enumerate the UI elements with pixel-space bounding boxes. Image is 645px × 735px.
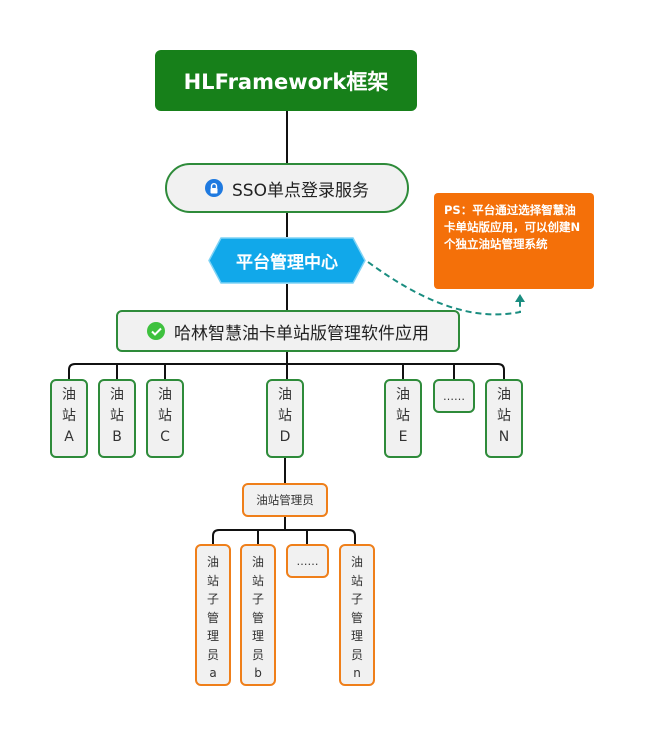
- subadmin-char: a: [209, 666, 217, 680]
- station-node-b: 油 站 B: [98, 379, 136, 458]
- ps-note: PS：平台通过选择智慧油卡单站版应用，可以创建N个独立油站管理系统: [434, 193, 594, 289]
- subadmin-char: 站: [251, 573, 264, 588]
- subadmin-ellipsis-label: ……: [296, 554, 319, 568]
- subadmin-char: 理: [206, 629, 219, 643]
- subadmin-char: 油: [350, 555, 363, 569]
- station-ellipsis-node: ……: [433, 379, 475, 413]
- platform-label: 平台管理中心: [236, 253, 338, 273]
- check-circle-icon: [147, 322, 165, 340]
- subadmin-node-a: 油 站 子 管 理 员 a: [195, 544, 231, 686]
- subadmin-node-b: 油 站 子 管 理 员 b: [240, 544, 276, 686]
- subadmin-char: 管: [251, 610, 264, 625]
- subadmin-char: 员: [251, 647, 264, 662]
- ps-note-text: PS：平台通过选择智慧油卡单站版应用，可以创建N个独立油站管理系统: [444, 203, 581, 251]
- station-node-a: 油 站 A: [50, 379, 88, 458]
- station-char: A: [64, 429, 74, 445]
- subadmin-char: n: [353, 666, 361, 680]
- arrow-head-icon: [515, 294, 525, 302]
- station-char: 站: [396, 408, 410, 424]
- station-char: 油: [158, 387, 172, 403]
- station-char: 站: [62, 408, 76, 424]
- subadmin-char: 员: [206, 647, 219, 662]
- station-char: C: [160, 429, 170, 445]
- subadmin-char: 管: [350, 610, 363, 625]
- station-char: E: [398, 429, 408, 445]
- station-node-c: 油 站 C: [146, 379, 184, 458]
- subadmin-char: 站: [206, 573, 219, 588]
- station-char: 油: [62, 387, 76, 403]
- subadmin-char: 理: [251, 629, 264, 643]
- subadmin-char: 子: [251, 592, 264, 606]
- subadmin-char: 理: [350, 629, 363, 643]
- subadmin-char: b: [254, 666, 262, 680]
- platform-hexagon: [208, 237, 366, 284]
- subadmin-char: 油: [251, 555, 264, 569]
- sso-node: SSO单点登录服务: [165, 163, 409, 213]
- subadmin-char: 子: [206, 592, 219, 606]
- app-label: 哈林智慧油卡单站版管理软件应用: [174, 323, 429, 344]
- subadmin-char: 管: [206, 610, 219, 625]
- station-char: 站: [158, 408, 172, 424]
- station-char: B: [112, 429, 122, 445]
- station-node-d: 油 站 D: [266, 379, 304, 458]
- station-char: 油: [396, 387, 410, 403]
- station-ellipsis-label: ……: [443, 389, 465, 403]
- dashed-arrow-line: [367, 261, 521, 316]
- station-char: 站: [497, 408, 511, 424]
- platform-node: 平台管理中心: [208, 237, 366, 284]
- lock-icon: [205, 179, 224, 197]
- station-char: 站: [110, 408, 124, 424]
- subadmin-char: 子: [350, 592, 363, 606]
- subadmin-char: 员: [350, 647, 363, 662]
- subadmin-node-n: 油 站 子 管 理 员 n: [339, 544, 375, 686]
- admin-node: 油站管理员: [242, 483, 328, 517]
- station-node-n: 油 站 N: [485, 379, 523, 458]
- station-char: 站: [278, 408, 292, 424]
- station-node-e: 油 站 E: [384, 379, 422, 458]
- station-char: 油: [278, 387, 292, 403]
- station-char: N: [498, 429, 510, 445]
- subadmin-char: 站: [350, 573, 363, 588]
- subadmin-char: 油: [206, 555, 219, 569]
- sso-label: SSO单点登录服务: [232, 180, 369, 201]
- station-char: 油: [110, 387, 124, 403]
- root-title: HLFramework框架: [183, 69, 389, 94]
- admin-label: 油站管理员: [256, 493, 314, 507]
- subadmin-ellipsis-node: ……: [286, 544, 329, 578]
- station-char: D: [279, 429, 291, 445]
- station-char: 油: [497, 387, 511, 403]
- root-node: HLFramework框架: [155, 50, 417, 111]
- app-node: 哈林智慧油卡单站版管理软件应用: [116, 310, 460, 352]
